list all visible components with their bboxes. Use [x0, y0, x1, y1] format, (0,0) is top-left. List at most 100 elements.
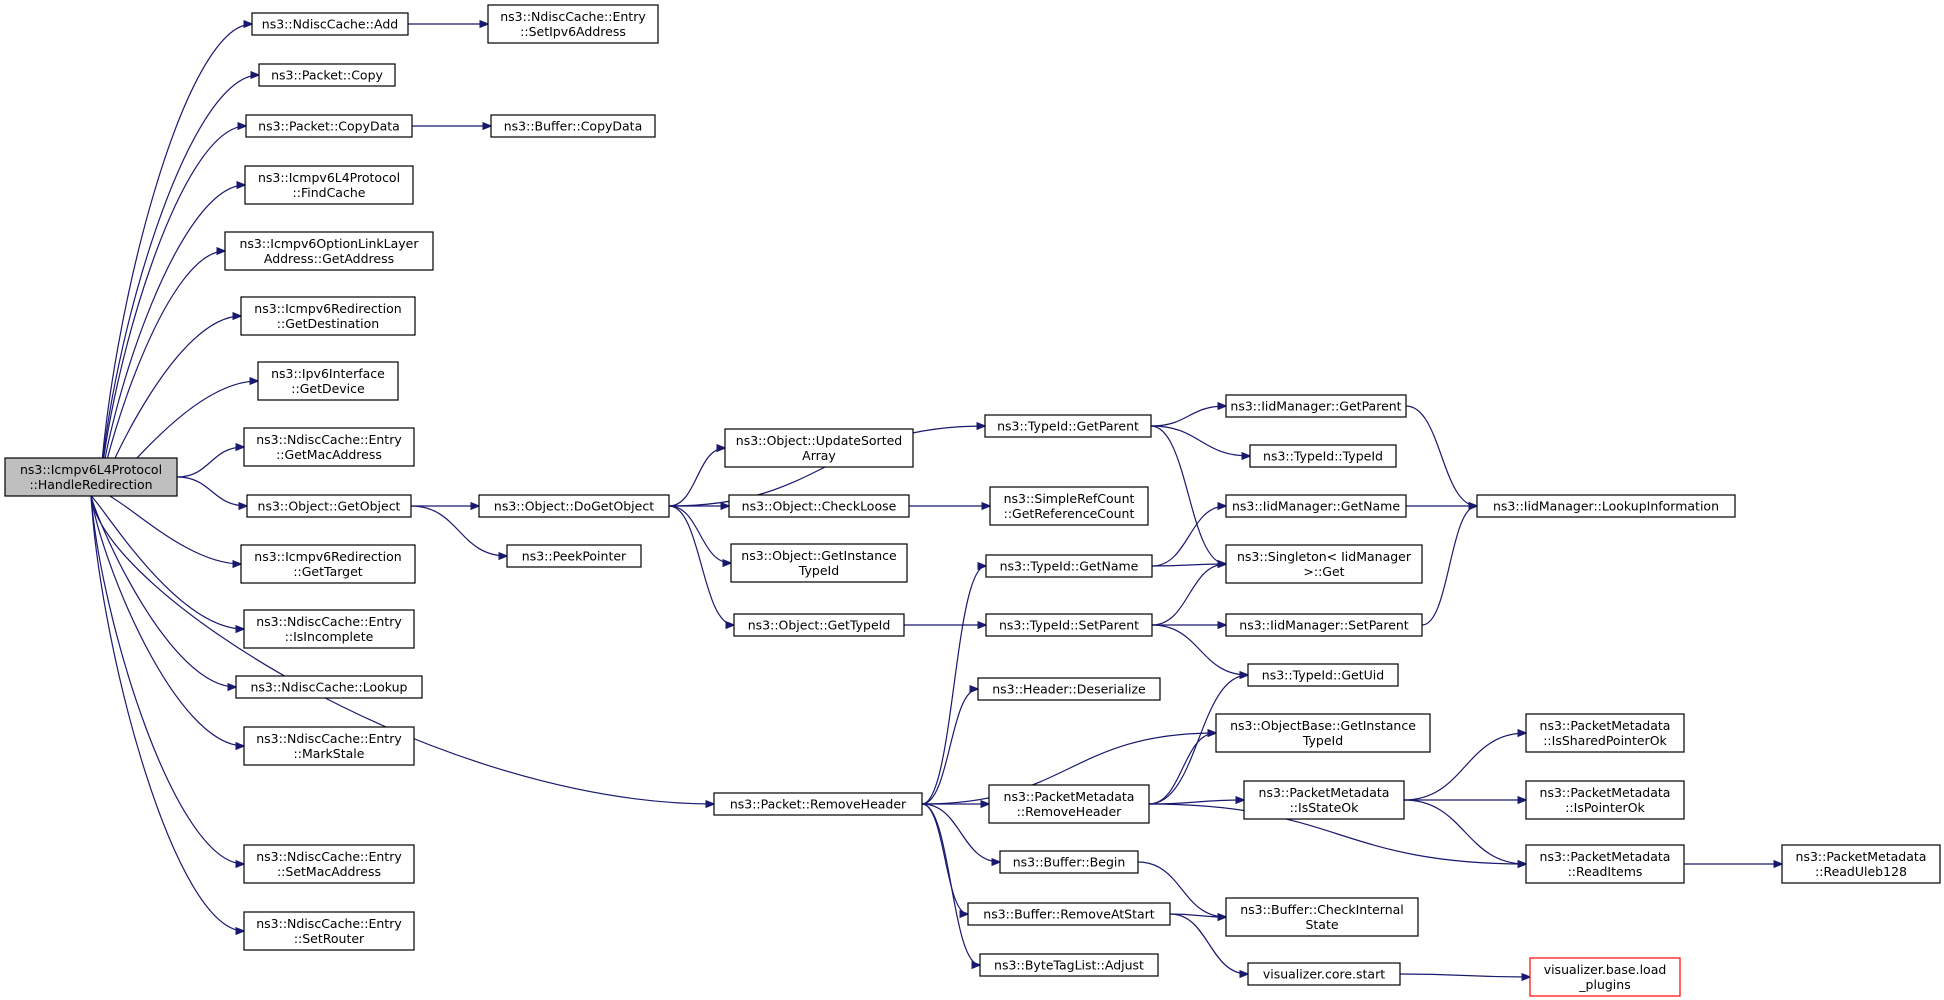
node-label-line: ns3::PacketMetadata	[1540, 718, 1671, 733]
node-object-dogetobject[interactable]: ns3::Object::DoGetObject	[478, 494, 670, 518]
node-label-line: ns3::NdiscCache::Add	[262, 17, 398, 32]
edge-typeid_setparent-to-typeid_getuid	[1151, 624, 1248, 675]
node-box	[4, 457, 178, 497]
node-box	[979, 953, 1159, 977]
node-typeid-setparent[interactable]: ns3::TypeId::SetParent	[985, 613, 1153, 637]
edge-pm_removeheader-to-objectbase_getinstancetypeid	[1148, 733, 1216, 805]
node-object-gettypeid[interactable]: ns3::Object::GetTypeId	[733, 613, 905, 637]
node-box	[730, 543, 908, 583]
node-entry-markstale[interactable]: ns3::NdiscCache::Entry::MarkStale	[243, 726, 415, 766]
node-buffer-copydata[interactable]: ns3::Buffer::CopyData	[490, 114, 656, 138]
node-label-line: ns3::NdiscCache::Entry	[256, 916, 402, 931]
node-label-line: ns3::Object::DoGetObject	[494, 499, 654, 514]
node-pm-readuleb128[interactable]: ns3::PacketMetadata::ReadUleb128	[1781, 844, 1941, 884]
edge-object_getobject-to-peekpointer	[410, 505, 507, 556]
node-label-line: ::GetReferenceCount	[1004, 506, 1135, 521]
edge-handle_redirection-to-ndisc_add	[99, 24, 252, 495]
node-entry-setrouter[interactable]: ns3::NdiscCache::Entry::SetRouter	[243, 911, 415, 951]
node-box	[1525, 844, 1685, 884]
node-entry-isincomplete[interactable]: ns3::NdiscCache::Entry::IsIncomplete	[243, 609, 415, 649]
node-pm-removeheader[interactable]: ns3::PacketMetadata::RemoveHeader	[988, 784, 1150, 824]
node-packet-removeheader[interactable]: ns3::Packet::RemoveHeader	[713, 792, 923, 816]
node-packet-copydata[interactable]: ns3::Packet::CopyData	[245, 114, 413, 138]
node-label-line: visualizer.core.start	[1263, 967, 1385, 982]
node-header-deserialize[interactable]: ns3::Header::Deserialize	[977, 677, 1161, 701]
edge-pm_removeheader-to-typeid_getuid	[1148, 675, 1248, 805]
node-viz-core-start[interactable]: visualizer.core.start	[1247, 962, 1401, 986]
node-entry-getmac[interactable]: ns3::NdiscCache::Entry::GetMacAddress	[243, 427, 415, 467]
node-object-getobject[interactable]: ns3::Object::GetObject	[246, 494, 412, 518]
node-simplerefcount-getrc[interactable]: ns3::SimpleRefCount::GetReferenceCount	[989, 486, 1149, 526]
node-label-line: ::FindCache	[293, 185, 366, 200]
node-iidmgr-getname[interactable]: ns3::IidManager::GetName	[1225, 494, 1407, 518]
node-icmp-findcache[interactable]: ns3::Icmpv6L4Protocol::FindCache	[244, 165, 414, 205]
node-label-line: ::GetDestination	[277, 316, 379, 331]
node-box	[967, 902, 1171, 926]
node-pm-issharedpointerok[interactable]: ns3::PacketMetadata::IsSharedPointerOk	[1525, 713, 1685, 753]
node-box	[1781, 844, 1941, 884]
node-label-line: ns3::PacketMetadata	[1540, 785, 1671, 800]
node-redir-getdest[interactable]: ns3::Icmpv6Redirection::GetDestination	[240, 296, 416, 336]
edge-packet_removeheader-to-header_deserialize	[921, 689, 978, 805]
node-label-line: ns3::IidManager::GetName	[1232, 499, 1400, 514]
node-label-line: ns3::NdiscCache::Entry	[256, 849, 402, 864]
node-box	[713, 792, 923, 816]
node-redir-gettarget[interactable]: ns3::Icmpv6Redirection::GetTarget	[240, 544, 416, 584]
node-packet-copy[interactable]: ns3::Packet::Copy	[258, 63, 396, 87]
node-box	[258, 63, 396, 87]
node-label-line: ns3::PacketMetadata	[1540, 849, 1671, 864]
node-label-line: ::RemoveHeader	[1017, 804, 1123, 819]
edge-typeid_setparent-to-singleton_get	[1151, 564, 1226, 626]
node-bytetaglist-adjust[interactable]: ns3::ByteTagList::Adjust	[979, 953, 1159, 977]
node-box	[245, 114, 413, 138]
node-buffer-removeatstart[interactable]: ns3::Buffer::RemoveAtStart	[967, 902, 1171, 926]
edge-typeid_getparent-to-iidmgr_getparent	[1150, 406, 1226, 427]
node-box	[989, 486, 1149, 526]
node-typeid-getparent[interactable]: ns3::TypeId::GetParent	[984, 414, 1152, 438]
node-label-line: ns3::NdiscCache::Entry	[256, 432, 402, 447]
node-box	[506, 544, 642, 568]
node-object-checkloose[interactable]: ns3::Object::CheckLoose	[728, 494, 910, 518]
node-typeid-typeid[interactable]: ns3::TypeId::TypeId	[1249, 444, 1397, 468]
node-peekpointer[interactable]: ns3::PeekPointer	[506, 544, 642, 568]
node-box	[244, 165, 414, 205]
node-box	[1243, 780, 1405, 820]
node-entry-setmac[interactable]: ns3::NdiscCache::Entry::SetMacAddress	[243, 844, 415, 884]
node-pm-readitems[interactable]: ns3::PacketMetadata::ReadItems	[1525, 844, 1685, 884]
node-pm-ispointerok[interactable]: ns3::PacketMetadata::IsPointerOk	[1525, 780, 1685, 820]
node-iidmgr-lookupinfo[interactable]: ns3::IidManager::LookupInformation	[1476, 494, 1736, 518]
node-label-line: >::Get	[1303, 564, 1344, 579]
node-label-line: ns3::TypeId::TypeId	[1263, 449, 1383, 464]
node-option-getaddress[interactable]: ns3::Icmpv6OptionLinkLayerAddress::GetAd…	[224, 231, 434, 271]
node-label-line: ns3::Icmpv6L4Protocol	[258, 170, 400, 185]
node-buffer-begin[interactable]: ns3::Buffer::Begin	[999, 850, 1139, 874]
edge-handle_redirection-to-entry_markstale	[90, 495, 244, 746]
node-typeid-getuid[interactable]: ns3::TypeId::GetUid	[1247, 663, 1399, 687]
node-label-line: Array	[802, 448, 836, 463]
edge-object_dogetobject-to-object_updatesorted	[668, 448, 725, 507]
node-box	[733, 613, 905, 637]
node-box	[1225, 394, 1407, 418]
node-box	[490, 114, 656, 138]
node-iidmgr-getparent[interactable]: ns3::IidManager::GetParent	[1225, 394, 1407, 418]
node-box	[1225, 494, 1407, 518]
node-pm-isstateok[interactable]: ns3::PacketMetadata::IsStateOk	[1243, 780, 1405, 820]
edge-typeid_getparent-to-singleton_get	[1150, 425, 1226, 564]
node-iidmgr-setparent[interactable]: ns3::IidManager::SetParent	[1225, 613, 1423, 637]
node-box	[240, 296, 416, 336]
edge-object_dogetobject-to-object_gettypeid	[668, 505, 734, 625]
node-ipv6if-getdevice[interactable]: ns3::Ipv6Interface::GetDevice	[257, 361, 399, 401]
node-box	[1529, 957, 1681, 997]
node-label-line: ns3::Ipv6Interface	[271, 366, 385, 381]
node-singleton-get[interactable]: ns3::Singleton< IidManager >::Get	[1225, 544, 1423, 584]
node-ndisc-lookup[interactable]: ns3::NdiscCache::Lookup	[235, 675, 423, 699]
node-entry-setipv6[interactable]: ns3::NdiscCache::Entry::SetIpv6Address	[487, 4, 659, 44]
node-typeid-getname[interactable]: ns3::TypeId::GetName	[985, 554, 1153, 578]
node-ndisc-add[interactable]: ns3::NdiscCache::Add	[251, 12, 409, 36]
node-viz-base-loadplugins[interactable]: visualizer.base.load_plugins	[1529, 957, 1681, 997]
